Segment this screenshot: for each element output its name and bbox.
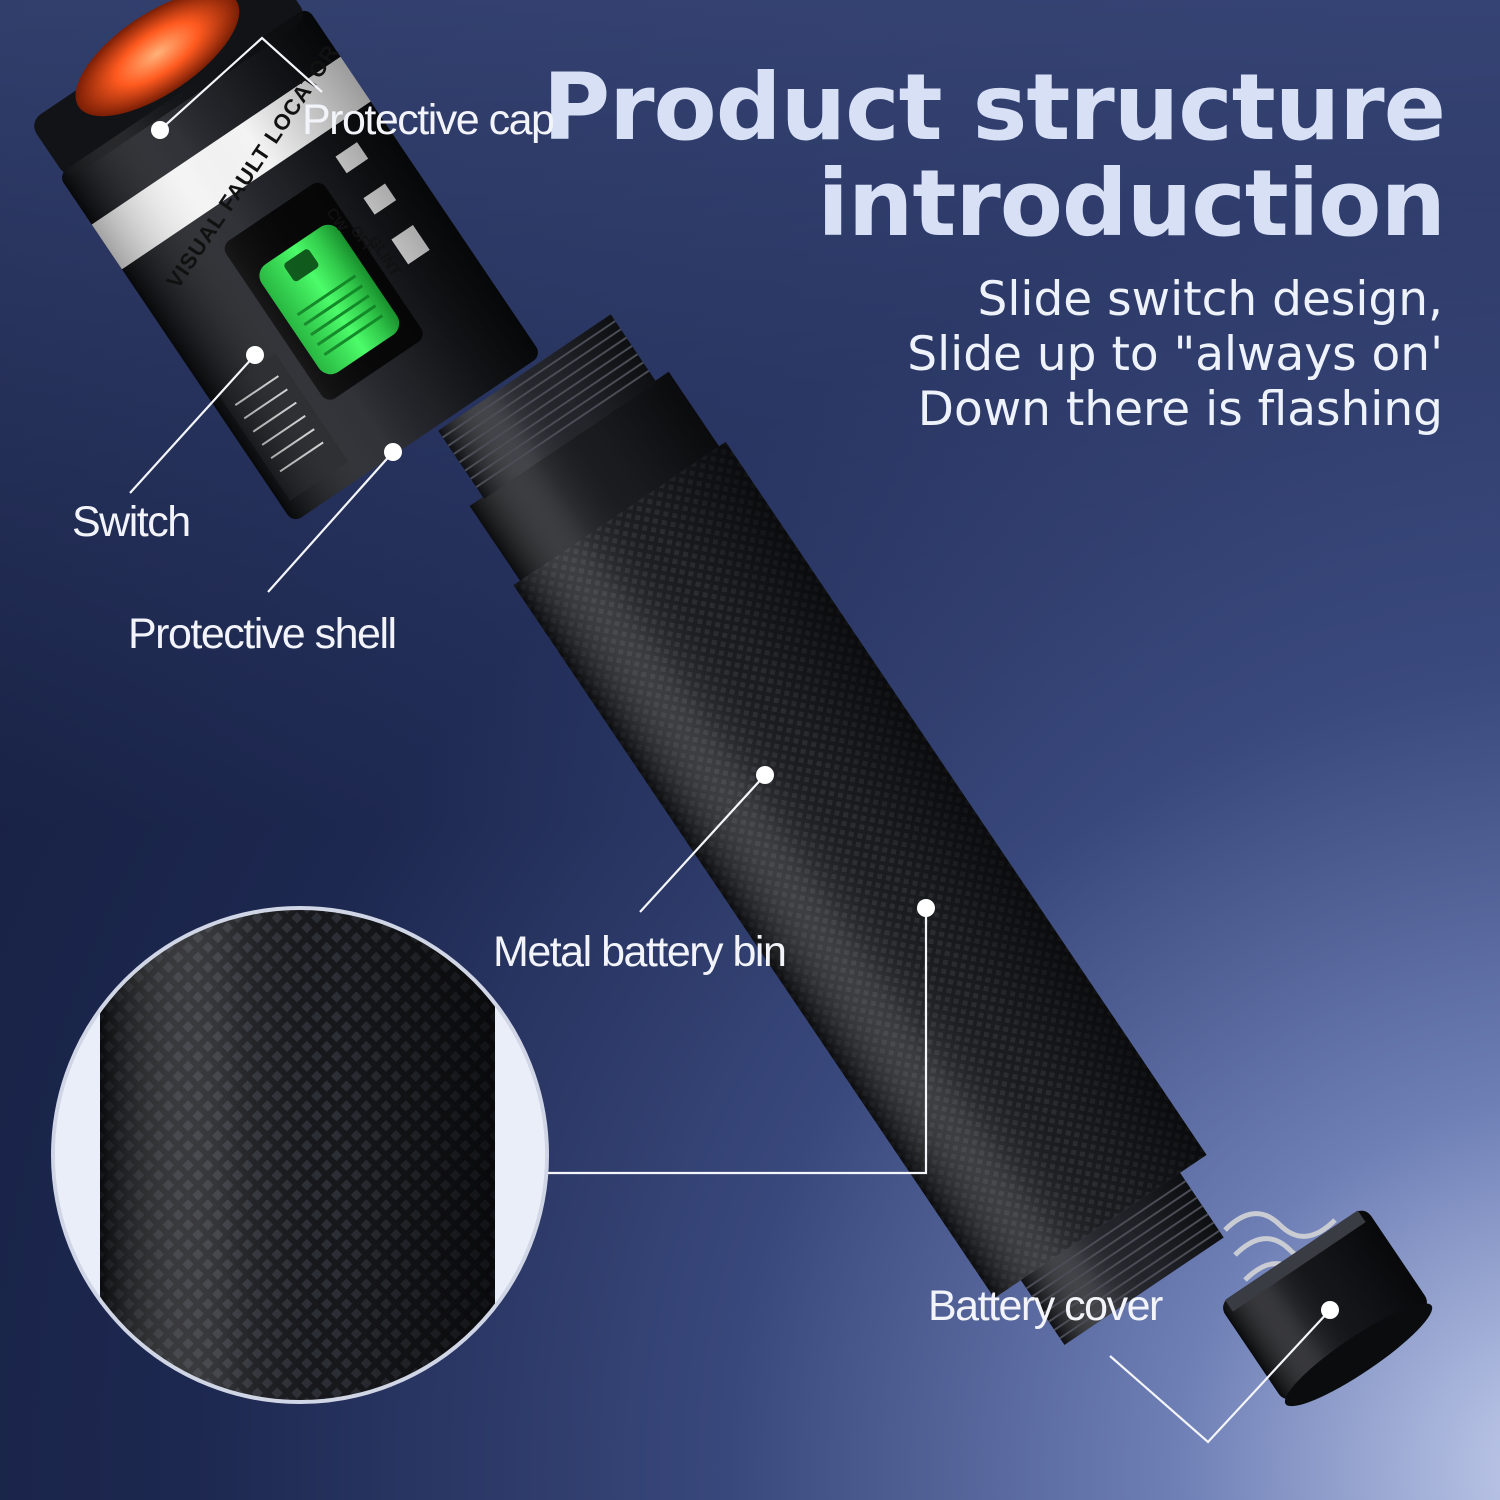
description-line-2: Slide up to "always on' <box>907 327 1443 382</box>
description: Slide switch design, Slide up to "always… <box>907 272 1443 437</box>
description-line-3: Down there is flashing <box>917 382 1443 437</box>
label-protective-shell: Protective shell <box>128 610 397 658</box>
heading-line-1: Product structure <box>542 54 1446 161</box>
laser-head-graphic <box>34 0 538 520</box>
description-line-1: Slide switch design, <box>977 272 1443 327</box>
label-protective-cap: Protective cap <box>302 96 555 144</box>
metal-battery-bin-graphic <box>438 314 1224 1345</box>
callout-dots <box>151 121 1339 1319</box>
heading-line-2: introduction <box>817 150 1446 257</box>
lower-thread <box>1020 1172 1224 1345</box>
upper-thread <box>438 314 720 581</box>
knurl-magnifier <box>51 906 549 1404</box>
spring-graphic <box>1223 1211 1352 1307</box>
label-metal-battery-bin: Metal battery bin <box>493 928 787 976</box>
label-switch: Switch <box>72 498 191 546</box>
label-battery-cover: Battery cover <box>928 1282 1163 1330</box>
callout-lines <box>129 36 1331 1444</box>
red-lens-cap <box>75 0 240 117</box>
